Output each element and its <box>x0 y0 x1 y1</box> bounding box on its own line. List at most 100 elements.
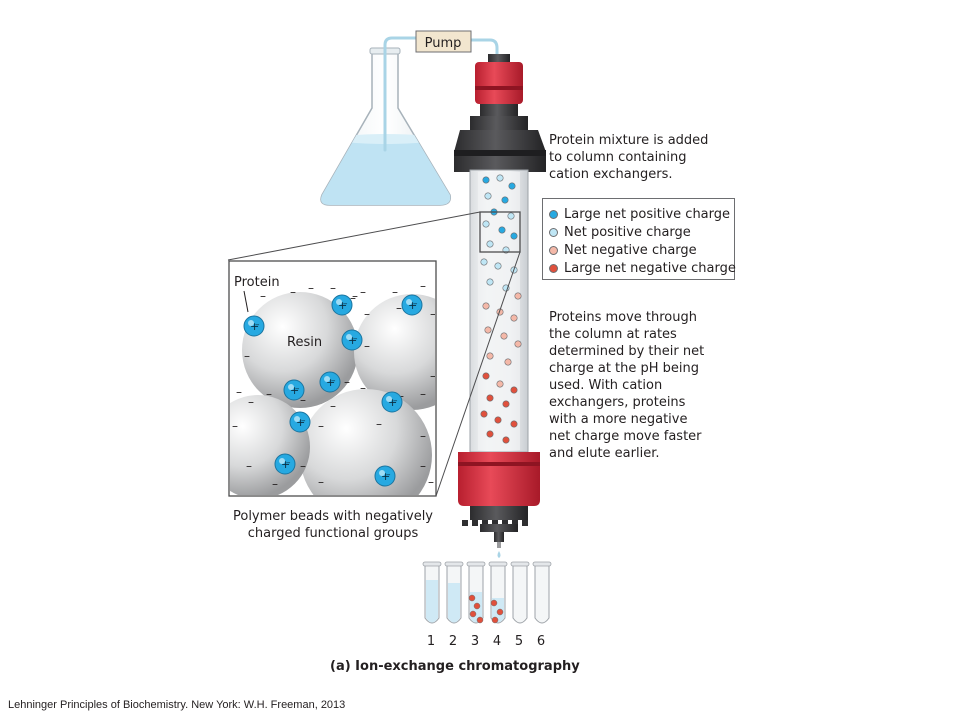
svg-text:+: + <box>381 470 390 483</box>
description-bottom-line: net charge move faster <box>549 429 702 444</box>
zoom-line-bottom <box>435 251 521 497</box>
protein-ion: +– <box>274 453 296 475</box>
description-bottom-line: the column at rates <box>549 327 677 342</box>
column-bead <box>482 220 490 228</box>
column-bead <box>496 380 504 388</box>
column-bead <box>510 314 518 322</box>
svg-text:+: + <box>250 320 259 333</box>
svg-text:+: + <box>281 458 290 471</box>
minus-sign: – <box>260 289 266 303</box>
svg-text:–: – <box>255 320 260 330</box>
tube-number: 1 <box>426 634 436 649</box>
svg-text:–: – <box>331 376 336 386</box>
description-bottom-line: Proteins move through <box>549 310 697 325</box>
column-bead <box>510 232 518 240</box>
column-bead <box>496 174 504 182</box>
minus-sign: – <box>360 381 366 395</box>
pump-box: Pump <box>415 30 472 53</box>
top-fitting <box>454 54 546 172</box>
column-bead <box>508 182 516 190</box>
minus-sign: – <box>396 301 402 315</box>
minus-sign: – <box>318 419 324 433</box>
resin-inset: ––––––––––––––––––––––––––––––––––– +–+–… <box>228 260 437 497</box>
minus-sign: – <box>430 307 436 321</box>
description-bottom-line: exchangers, proteins <box>549 395 686 410</box>
minus-sign: – <box>376 417 382 431</box>
column-bead <box>482 176 490 184</box>
protein-ion: +– <box>381 391 403 413</box>
minus-sign: – <box>428 475 434 489</box>
svg-text:+: + <box>326 376 335 389</box>
protein-ion: +– <box>401 294 423 316</box>
legend-dot <box>549 263 558 273</box>
legend-label: Large net positive charge <box>564 206 731 222</box>
minus-sign: – <box>266 387 272 401</box>
description-top-line: cation exchangers. <box>549 167 673 182</box>
description-top: Protein mixture is added to column conta… <box>549 132 769 183</box>
svg-text:+: + <box>290 384 299 397</box>
protein-ion: +– <box>243 315 265 337</box>
column-bead <box>484 326 492 334</box>
legend-item-large-negative: Large net negative charge <box>549 259 736 277</box>
test-tube <box>532 561 552 624</box>
minus-sign: – <box>420 387 426 401</box>
test-tube <box>444 561 464 624</box>
description-top-line: to column containing <box>549 150 687 165</box>
column-bead <box>504 358 512 366</box>
bottom-fitting <box>458 452 540 558</box>
protein-ion: +– <box>283 379 305 401</box>
tube-bead <box>490 599 498 607</box>
column-bead <box>498 226 506 234</box>
column-bead <box>482 302 490 310</box>
legend-item-large-positive: Large net positive charge <box>549 205 730 223</box>
minus-sign: – <box>330 281 336 295</box>
column-bead <box>502 436 510 444</box>
minus-sign: – <box>330 399 336 413</box>
minus-sign: – <box>350 291 356 305</box>
tube-number: 2 <box>448 634 458 649</box>
tube-bead <box>491 616 499 624</box>
legend-label: Large net negative charge <box>564 260 736 276</box>
description-bottom-line: with a more negative <box>549 412 688 427</box>
minus-sign: – <box>420 459 426 473</box>
legend-item-positive: Net positive charge <box>549 223 691 241</box>
minus-sign: – <box>364 307 370 321</box>
svg-text:–: – <box>393 396 398 406</box>
legend: Large net positive charge Net positive c… <box>542 198 736 280</box>
svg-text:+: + <box>408 299 417 312</box>
minus-sign: – <box>244 349 250 363</box>
zoom-region <box>479 211 521 253</box>
svg-text:+: + <box>338 299 347 312</box>
svg-text:–: – <box>343 299 348 309</box>
column-bead <box>486 352 494 360</box>
beads-caption-line: Polymer beads with negatively <box>232 509 434 524</box>
description-bottom-line: and elute earlier. <box>549 446 660 461</box>
tubing <box>383 36 499 152</box>
legend-label: Net positive charge <box>564 224 691 240</box>
description-bottom: Proteins move through the column at rate… <box>549 309 769 462</box>
minus-sign: – <box>236 385 242 399</box>
column-bead <box>486 240 494 248</box>
minus-sign: – <box>300 393 306 407</box>
description-bottom-line: determined by their net <box>549 344 705 359</box>
minus-sign: – <box>272 477 278 491</box>
zoom-line-top <box>227 211 481 261</box>
svg-text:+: + <box>296 416 305 429</box>
minus-sign: – <box>232 419 238 433</box>
column-bead <box>510 420 518 428</box>
column-bead <box>507 212 515 220</box>
source-credit: Lehninger Principles of Biochemistry. Ne… <box>8 699 346 711</box>
tube-number: 5 <box>514 634 524 649</box>
svg-text:–: – <box>301 416 306 426</box>
protein-ion: +– <box>331 294 353 316</box>
minus-sign: – <box>430 369 436 383</box>
column-bead <box>480 410 488 418</box>
description-bottom-line: charge at the pH being <box>549 361 700 376</box>
column-bead <box>486 430 494 438</box>
tube-number: 6 <box>536 634 546 649</box>
svg-text:–: – <box>353 334 358 344</box>
svg-text:–: – <box>295 384 300 394</box>
tube-bead <box>469 610 477 618</box>
svg-text:–: – <box>386 470 391 480</box>
